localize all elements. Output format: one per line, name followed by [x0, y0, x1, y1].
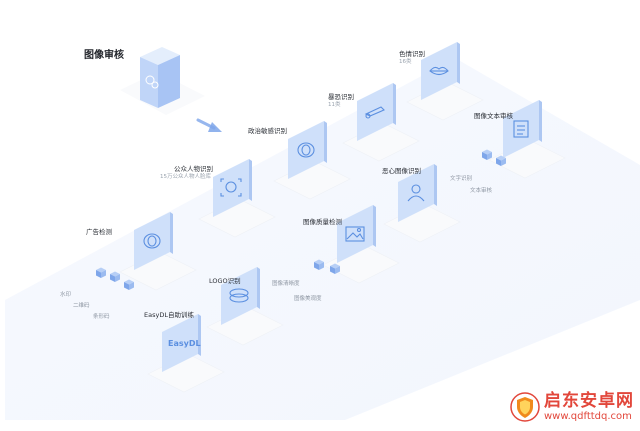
- tag-watermark: 水印: [60, 292, 72, 298]
- module-sub-celebrity: 15万公众人物人脸库: [160, 174, 211, 180]
- diagram-title: 图像审核: [84, 50, 124, 61]
- source-image-box: [120, 47, 205, 115]
- module-label-quality: 图像质量检测: [303, 218, 342, 226]
- module-label-porn: 色情识别: [399, 50, 425, 58]
- easydl-icon: EasyDL: [168, 339, 201, 348]
- module-label-celebrity: 公众人物识别: [174, 165, 213, 173]
- document-icon: [513, 120, 529, 138]
- module-label-terror: 暴恐识别: [328, 93, 354, 101]
- cube-ad-1: [96, 267, 106, 278]
- tag-qrcode: 二维码: [73, 303, 90, 309]
- knife-icon: [364, 106, 385, 119]
- tag-text-recognition: 文字识别: [450, 176, 473, 182]
- tag-text-review: 文本审核: [470, 188, 493, 194]
- module-porn: [406, 42, 484, 121]
- coin-icon: [297, 142, 315, 158]
- watermark: 启东安卓网 www.qdfttdq.com: [510, 391, 634, 423]
- module-quality: [322, 205, 400, 284]
- module-disgust: [383, 164, 461, 243]
- module-sub-terror: 11类: [328, 102, 341, 108]
- tag-barcode: 条形码: [93, 314, 110, 320]
- module-easydl: EasyDL: [147, 314, 225, 393]
- watermark-url: www.qdfttdq.com: [544, 411, 632, 422]
- module-politics: [273, 121, 351, 200]
- tag-aesthetics: 图像美观度: [294, 296, 322, 302]
- image-stack-icon: [145, 75, 159, 89]
- base-platform: [5, 58, 640, 420]
- face-scan-icon: [220, 178, 242, 197]
- watermark-brand: 启东安卓网: [544, 391, 634, 411]
- module-celebrity: [198, 159, 276, 238]
- module-label-politics: 政治敏感识别: [248, 127, 287, 135]
- tag-clarity: 图像清晰度: [272, 281, 300, 287]
- coin-icon: [143, 233, 161, 249]
- flow-arrow: [196, 118, 222, 132]
- cube-text-2: [496, 155, 506, 166]
- stack-icon: [229, 288, 249, 303]
- module-sub-porn: 16类: [399, 59, 412, 65]
- cube-ad-2: [110, 271, 120, 282]
- cube-quality-2: [330, 263, 340, 274]
- module-logo: [206, 267, 284, 346]
- module-label-ad: 广告检测: [86, 228, 112, 236]
- module-label-easydl: EasyDL自助训练: [144, 311, 194, 319]
- cube-ad-3: [124, 279, 134, 290]
- person-icon: [407, 184, 425, 202]
- cube-text-1: [482, 149, 492, 160]
- module-image-text: [488, 100, 566, 179]
- picture-icon: [345, 226, 365, 242]
- module-terror: [342, 83, 420, 162]
- module-ad: [119, 212, 197, 291]
- lips-icon: [429, 66, 449, 76]
- cube-quality-1: [314, 259, 324, 270]
- easydl-screen-text: EasyDL: [168, 339, 201, 348]
- module-label-logo: LOGO识别: [209, 277, 241, 285]
- shield-logo-icon: [510, 392, 540, 422]
- module-label-disgust: 恶心图像识别: [382, 167, 421, 175]
- module-label-image-text: 图像文本审核: [474, 112, 513, 120]
